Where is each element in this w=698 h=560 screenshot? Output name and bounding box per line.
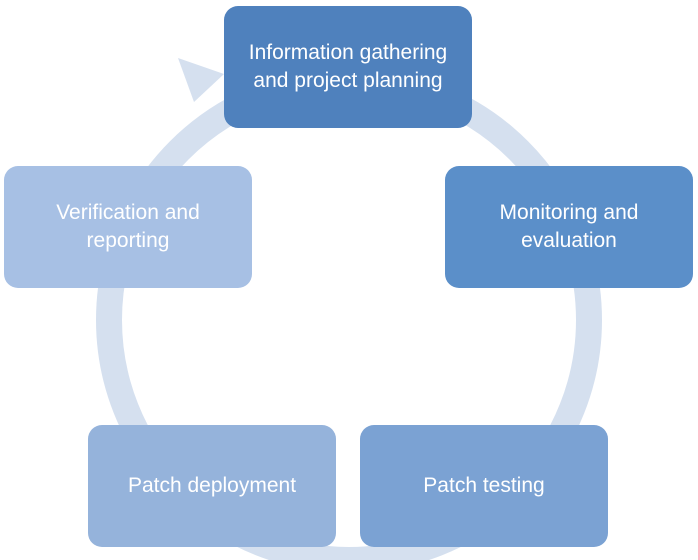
step-label: Verification and reporting: [56, 201, 200, 252]
step-label: Patch testing: [423, 474, 545, 497]
step-label: Patch deployment: [127, 474, 297, 497]
step-patch-testing: Patch testing: [360, 425, 608, 547]
step-verification-reporting: Verification and reporting: [4, 166, 252, 288]
step-label: Information gathering and project planni…: [248, 41, 448, 92]
step-monitoring-evaluation: Monitoring and evaluation: [445, 166, 693, 288]
step-information-gathering: Information gathering and project planni…: [224, 6, 472, 128]
cycle-arrowhead: [178, 58, 224, 102]
step-patch-deployment: Patch deployment: [88, 425, 336, 547]
step-label: Monitoring and evaluation: [499, 201, 639, 252]
